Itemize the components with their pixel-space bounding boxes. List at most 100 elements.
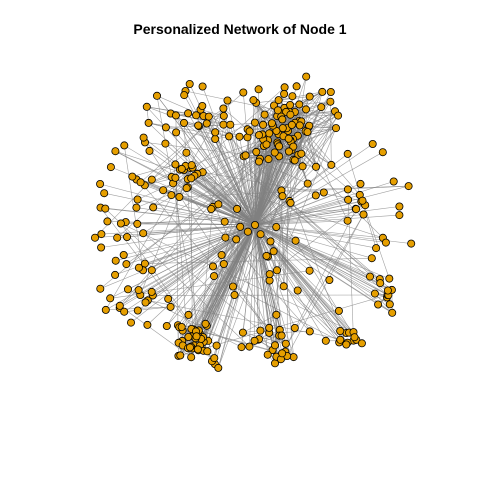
network-node <box>115 301 124 310</box>
network-edge <box>171 176 311 332</box>
network-node <box>295 100 304 109</box>
network-node <box>263 350 272 359</box>
network-edge <box>137 208 356 225</box>
network-node <box>264 155 273 164</box>
network-edge <box>205 115 339 324</box>
network-edge <box>254 91 323 226</box>
network-edge <box>330 101 332 165</box>
network-edge <box>223 124 357 340</box>
network-node <box>272 310 281 319</box>
network-node <box>272 266 281 275</box>
network-node <box>147 287 156 296</box>
network-node <box>292 82 301 91</box>
network-edge <box>100 207 195 330</box>
network-edge <box>218 131 306 369</box>
network-node <box>220 217 229 226</box>
network-node <box>250 336 259 345</box>
network-edge <box>178 104 291 357</box>
network-node <box>185 80 194 89</box>
network-edge <box>218 204 256 226</box>
network-edge <box>283 146 294 287</box>
network-edge <box>254 204 366 226</box>
network-node <box>277 331 286 340</box>
network-node <box>260 110 269 119</box>
network-edge <box>254 202 291 226</box>
network-node <box>180 91 189 100</box>
network-node <box>372 244 381 253</box>
network-node <box>383 286 392 295</box>
network-node <box>334 306 343 315</box>
network-node <box>325 275 334 284</box>
network-edge <box>107 221 256 226</box>
network-node <box>133 219 142 228</box>
network-edge <box>374 293 393 314</box>
network-node <box>219 104 228 113</box>
network-edge <box>124 306 171 312</box>
network-node <box>225 132 234 141</box>
network-edge <box>207 102 257 341</box>
network-node <box>128 172 137 181</box>
network-edge <box>202 171 363 201</box>
network-node <box>201 319 210 328</box>
network-edge <box>278 91 323 101</box>
network-node <box>207 204 216 213</box>
network-edge <box>254 224 393 314</box>
network-node <box>343 216 352 225</box>
network-node <box>273 106 282 115</box>
network-node <box>269 247 278 256</box>
network-node <box>381 238 390 247</box>
network-node <box>278 115 287 124</box>
network-node <box>286 101 295 110</box>
network-node <box>194 121 203 130</box>
network-edge <box>286 214 364 357</box>
network-node <box>101 305 110 314</box>
network-edge <box>132 164 176 177</box>
network-node <box>254 85 263 94</box>
network-edge <box>156 95 200 331</box>
network-node <box>214 200 223 209</box>
network-node <box>281 339 290 348</box>
network-node <box>265 270 274 279</box>
network-node <box>311 162 320 171</box>
network-node <box>249 96 258 105</box>
network-node <box>184 109 193 118</box>
network-node <box>265 129 274 138</box>
network-node <box>209 272 218 281</box>
network-node <box>202 119 211 128</box>
network-node <box>211 134 220 143</box>
network-node <box>290 323 299 332</box>
network-node <box>133 306 142 315</box>
network-edge <box>260 330 276 364</box>
network-node <box>404 182 413 191</box>
network-node <box>232 204 241 213</box>
network-node <box>378 148 387 157</box>
network-node <box>370 289 379 298</box>
network-node <box>291 236 300 245</box>
network-edge <box>143 232 261 331</box>
network-node <box>161 139 170 148</box>
network-node <box>356 179 365 188</box>
network-edge <box>254 224 311 332</box>
network-node <box>106 294 115 303</box>
network-node <box>212 341 221 350</box>
network-edge <box>315 111 336 167</box>
network-node <box>134 263 143 272</box>
network-node <box>226 120 235 129</box>
network-edge <box>115 150 393 291</box>
network-node <box>177 164 186 173</box>
network-edge <box>101 224 256 248</box>
network-node <box>288 92 297 101</box>
network-edge <box>254 224 267 257</box>
network-node <box>388 308 397 317</box>
network-edge <box>278 133 384 239</box>
network-node <box>385 274 394 283</box>
network-edge <box>116 87 285 238</box>
network-edge <box>242 314 277 333</box>
network-node <box>144 118 153 127</box>
network-node <box>152 91 161 100</box>
network-node <box>270 341 279 350</box>
network-edge <box>190 178 193 349</box>
network-node <box>136 178 145 187</box>
network-node <box>176 351 185 360</box>
network-node <box>113 233 122 242</box>
